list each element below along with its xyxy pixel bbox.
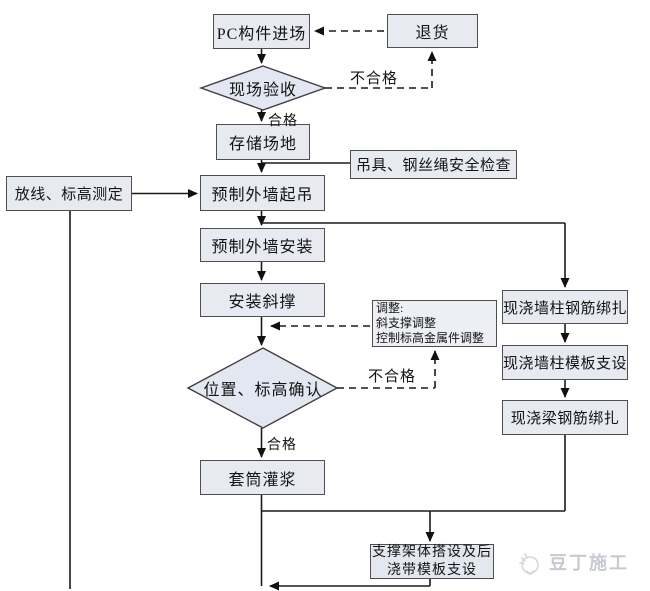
solid-connectors bbox=[69, 49, 570, 591]
node-cip-wall-rebar: 现浇墙柱钢筋绑扎 bbox=[502, 290, 628, 324]
node-position-check-label: 位置、标高确认 bbox=[203, 382, 323, 399]
adjustment-note-line3: 控制标高金属件调整 bbox=[376, 331, 485, 345]
node-pc-entry: PC构件进场 bbox=[213, 14, 310, 49]
node-wall-install: 预制外墙安装 bbox=[200, 228, 325, 262]
support-frame-line1: 支撑架体搭设及后 bbox=[372, 545, 492, 561]
watermark-logo-icon bbox=[519, 553, 539, 575]
watermark-text: 豆丁施工 bbox=[549, 553, 629, 573]
adjustment-note-line2: 斜支撑调整 bbox=[376, 316, 437, 330]
dashed-connectors bbox=[270, 26, 440, 389]
node-layout-survey: 放线、标高测定 bbox=[6, 176, 132, 211]
node-cip-beam-rebar: 现浇梁钢筋绑扎 bbox=[502, 400, 628, 435]
node-adjustment-note: 调整: 斜支撑调整 控制标高金属件调整 bbox=[372, 300, 497, 347]
node-cip-wall-formwork: 现浇墙柱模板支设 bbox=[502, 345, 628, 380]
edge-label-pass-top: 合格 bbox=[268, 114, 298, 129]
node-site-acceptance-label: 现场验收 bbox=[228, 82, 297, 99]
diamond-site-acceptance bbox=[198, 65, 328, 111]
node-wall-hoist: 预制外墙起吊 bbox=[200, 175, 325, 211]
node-support-frame: 支撑架体搭设及后 浇带模板支设 bbox=[370, 544, 494, 579]
edge-label-reject-mid: 不合格 bbox=[368, 369, 417, 385]
edge-label-pass-mid: 合格 bbox=[267, 438, 297, 453]
adjustment-note-line1: 调整: bbox=[376, 301, 404, 315]
diamond-position-check bbox=[186, 347, 339, 429]
node-sleeve-grouting: 套筒灌浆 bbox=[200, 460, 325, 495]
node-rigging-safety-check: 吊具、钢丝绳安全检查 bbox=[350, 150, 517, 179]
node-storage-yard: 存储场地 bbox=[216, 124, 310, 160]
support-frame-line2: 浇带模板支设 bbox=[387, 562, 477, 578]
node-return-goods: 退货 bbox=[387, 14, 478, 48]
edge-label-reject-top: 不合格 bbox=[350, 71, 399, 87]
node-install-brace: 安装斜撑 bbox=[200, 283, 325, 317]
watermark: 豆丁施工 bbox=[513, 544, 643, 580]
